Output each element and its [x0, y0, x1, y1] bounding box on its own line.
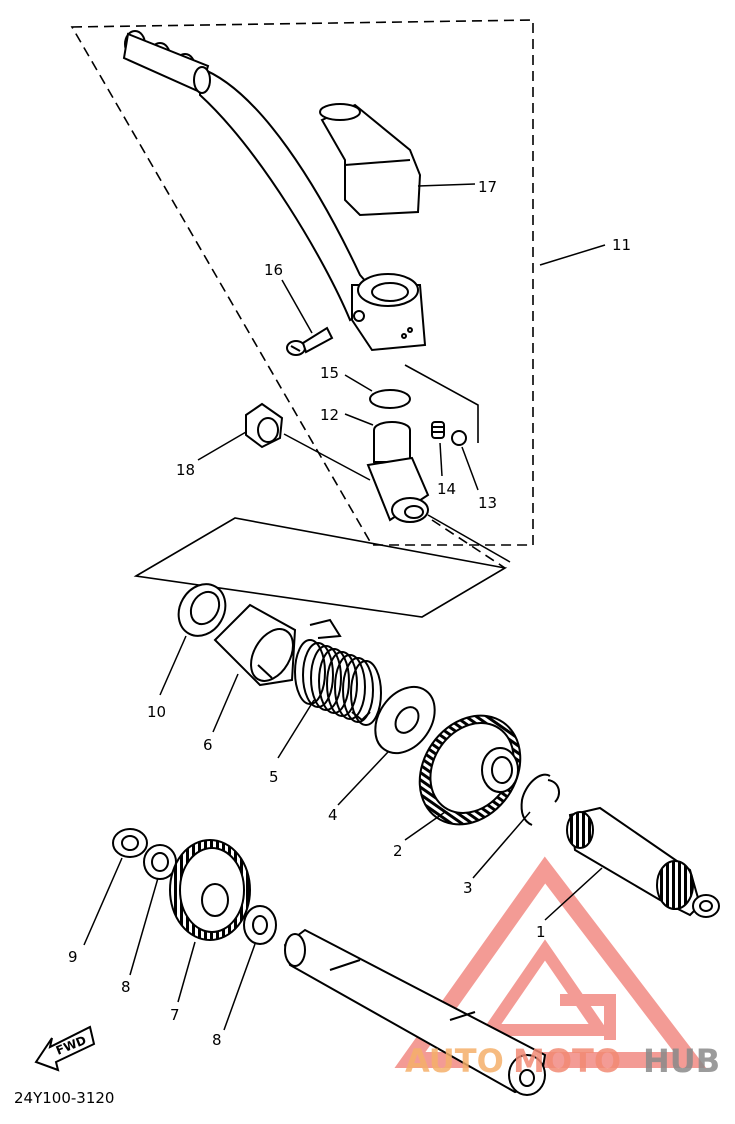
callout-7: 7 — [170, 1006, 180, 1024]
callout-11: 11 — [612, 236, 631, 254]
callout-12: 12 — [320, 406, 339, 424]
callout-6: 6 — [203, 736, 213, 754]
kick-boss-12 — [366, 421, 430, 523]
callout-4: 4 — [328, 806, 338, 824]
screw-16 — [286, 326, 334, 356]
callout-numbers: 1 2 3 4 5 6 7 8 8 9 10 11 12 13 14 15 16… — [68, 178, 631, 1049]
callout-3: 3 — [463, 879, 473, 897]
watermark-moto: MOTO — [513, 1042, 621, 1080]
leader-18-to-boss — [283, 433, 371, 481]
detail-bracket-line — [404, 364, 479, 443]
kick-lever — [122, 30, 427, 352]
circlip-3 — [520, 773, 561, 826]
o-ring-15 — [369, 389, 411, 409]
torsion-spring-5 — [294, 618, 382, 726]
ball-13 — [451, 430, 467, 446]
leader-lines — [83, 183, 606, 1031]
callout-8-b: 8 — [212, 1031, 222, 1049]
callout-5: 5 — [269, 768, 279, 786]
callout-8-a: 8 — [121, 978, 131, 996]
callout-16: 16 — [264, 261, 283, 279]
oil-seal-10 — [177, 583, 227, 637]
nut-18 — [245, 402, 284, 449]
assembly-outline-shaft — [133, 517, 508, 618]
kick-gear-2 — [418, 714, 522, 826]
idle-gear-7 — [169, 839, 251, 941]
fwd-arrow-icon: FWD — [34, 1025, 96, 1072]
callout-17: 17 — [478, 178, 497, 196]
washer-8-a — [143, 844, 177, 880]
kick-axle-1 — [566, 806, 720, 918]
washer-8-b — [243, 905, 277, 945]
watermark-auto: AUTO — [405, 1042, 504, 1080]
washer-4 — [374, 685, 436, 755]
callout-9: 9 — [68, 948, 78, 966]
washer-9 — [112, 828, 148, 858]
watermark-logo-icon — [394, 856, 707, 1068]
callout-15: 15 — [320, 364, 339, 382]
assembly-outline-11 — [70, 19, 534, 546]
watermark-hub: HUB — [643, 1042, 720, 1080]
callout-1: 1 — [536, 923, 546, 941]
callout-14: 14 — [437, 480, 456, 498]
callout-10: 10 — [147, 703, 166, 721]
spring-14 — [431, 421, 445, 439]
callout-13: 13 — [478, 494, 497, 512]
idle-shaft — [283, 928, 547, 1096]
callout-18: 18 — [176, 461, 195, 479]
callout-2: 2 — [393, 842, 403, 860]
rubber-cap-17 — [319, 103, 422, 217]
collar-6 — [213, 603, 297, 687]
part-code: 24Y100-3120 — [14, 1089, 114, 1107]
watermark-text: AUTO MOTO HUB — [405, 1042, 720, 1080]
